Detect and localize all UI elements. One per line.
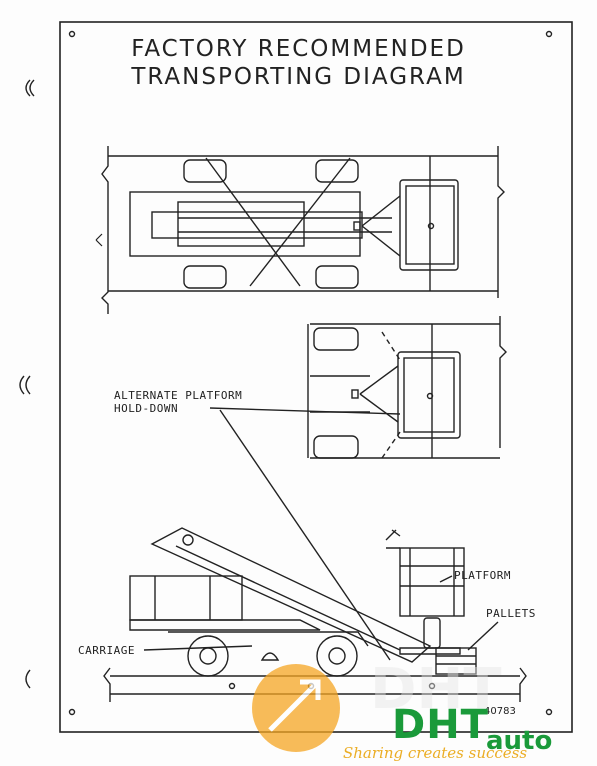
watermark-brand: DHT bbox=[392, 702, 489, 748]
svg-text:DHT: DHT bbox=[370, 657, 502, 722]
watermark-tagline: Sharing creates success bbox=[343, 744, 528, 762]
label-carriage: CARRIAGE bbox=[78, 644, 135, 657]
watermark-brand-suffix: auto bbox=[486, 726, 553, 756]
label-pallets: PALLETS bbox=[486, 607, 536, 620]
title-line-2: TRANSPORTING DIAGRAM bbox=[131, 64, 466, 90]
watermark-logo: DHT bbox=[252, 657, 502, 752]
title-line-1: FACTORY RECOMMENDED bbox=[131, 36, 466, 62]
drawing-number: 40783 bbox=[484, 706, 516, 717]
label-alternate-platform: ALTERNATE PLATFORM bbox=[114, 389, 243, 402]
label-hold-down: HOLD-DOWN bbox=[114, 402, 179, 415]
label-platform: PLATFORM bbox=[454, 569, 511, 582]
